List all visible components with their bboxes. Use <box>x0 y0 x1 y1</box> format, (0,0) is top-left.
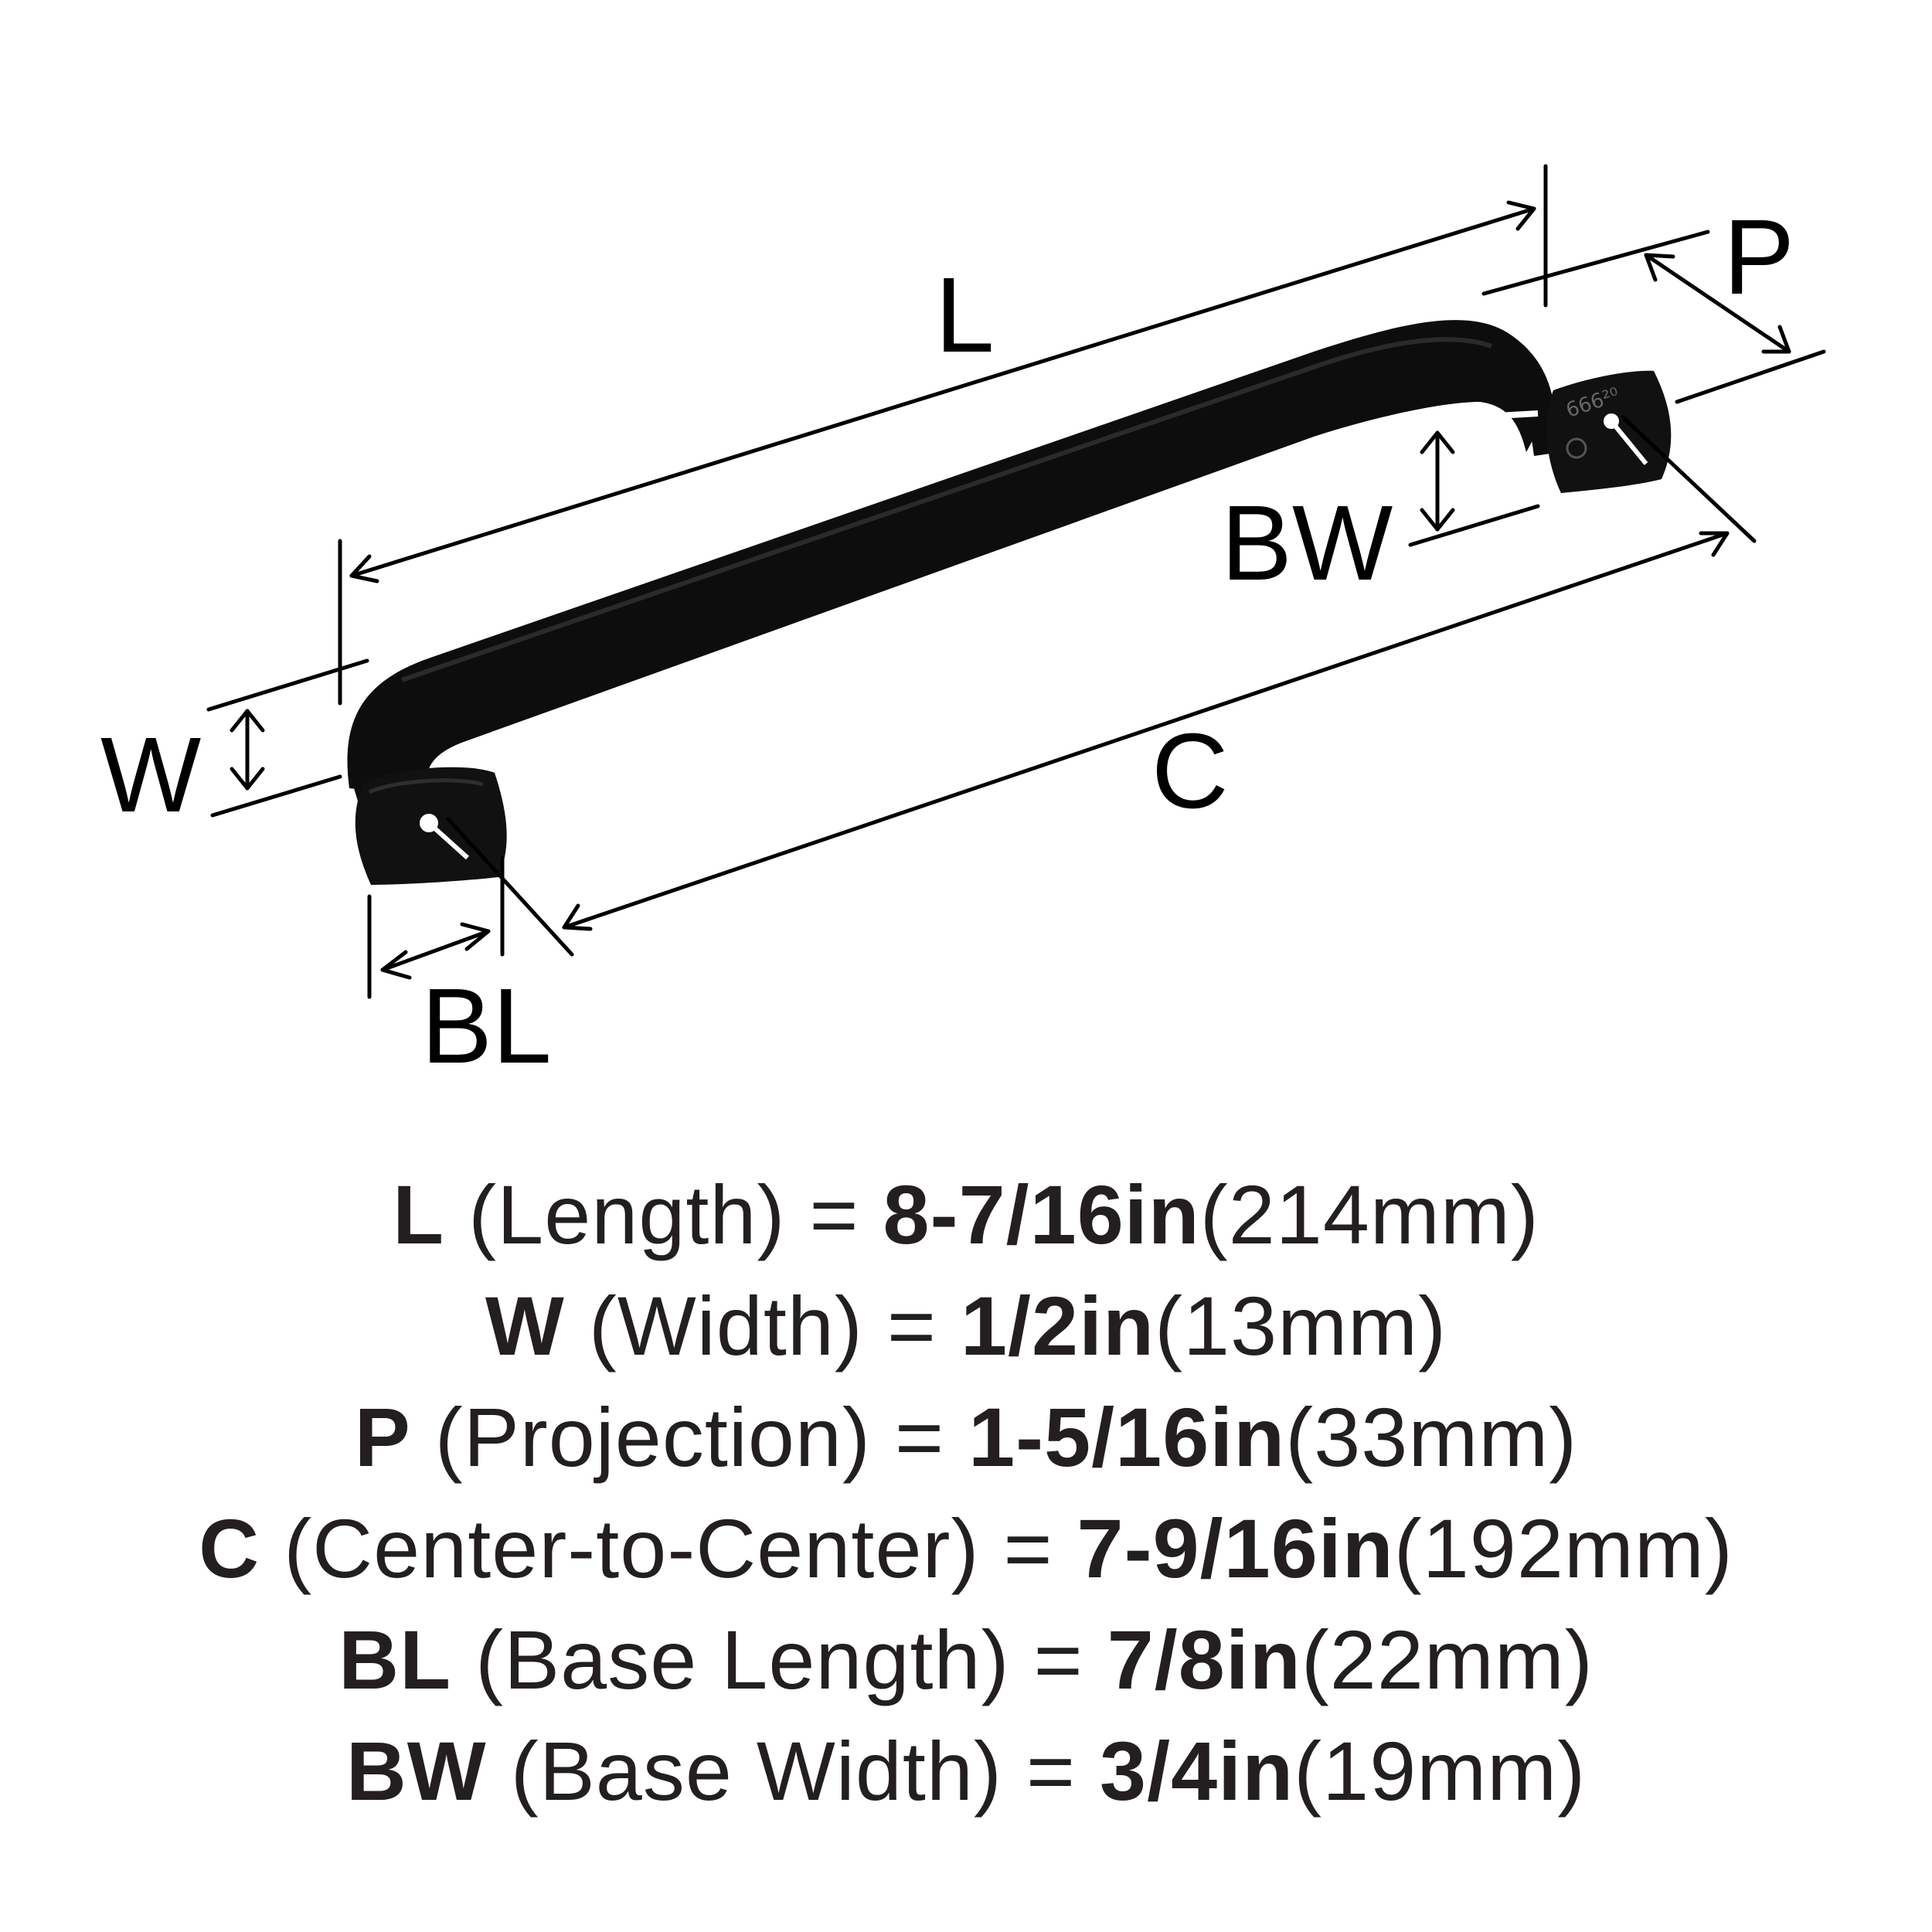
spec-equals: = <box>809 1168 859 1261</box>
left-center-line <box>427 821 470 860</box>
center-arrow-right <box>1699 531 1730 557</box>
dimension-diagram: 666²⁰ L W P BW <box>100 164 1826 1086</box>
spec-symbol: W <box>485 1279 565 1372</box>
right-center-line <box>1609 420 1648 465</box>
dimension-base-length: BL <box>367 855 552 1086</box>
spec-metric: (19mm) <box>1294 1724 1587 1818</box>
projection-arrow-bottom <box>1761 325 1791 354</box>
specifications-list: L (Length) = 8-7/16in(214mm) W (Width) =… <box>0 1159 1932 1827</box>
label-BW: BW <box>1221 484 1393 603</box>
spec-base-width: BW (Base Width) = 3/4in(19mm) <box>0 1716 1932 1827</box>
width-extension-top <box>206 658 369 712</box>
spec-imperial: 7/8in <box>1107 1613 1301 1706</box>
spec-description: (Base Length) <box>475 1613 1010 1706</box>
dimension-base-width: BW <box>1221 430 1540 603</box>
bw-highlight-line <box>1402 410 1539 424</box>
spec-equals: = <box>894 1390 945 1484</box>
dimension-width: W <box>100 658 369 835</box>
projection-extension-bottom <box>1675 349 1826 404</box>
label-W: W <box>100 716 201 835</box>
spec-metric: (214mm) <box>1199 1168 1539 1261</box>
spec-base-length: BL (Base Length) = 7/8in(22mm) <box>0 1604 1932 1716</box>
spec-center-to-center: C (Center-to-Center) = 7-9/16in(192mm) <box>0 1493 1932 1604</box>
right-base-logo-icon <box>1566 437 1587 459</box>
spec-equals: = <box>1003 1502 1053 1595</box>
label-BL: BL <box>421 967 552 1086</box>
spec-description: (Projection) <box>434 1390 871 1484</box>
dimension-length: L <box>338 164 1548 706</box>
projection-arrow-top <box>1644 253 1675 282</box>
base-width-arrow-top <box>1420 430 1455 454</box>
length-arrow-left <box>349 554 379 583</box>
spec-symbol: C <box>199 1502 260 1595</box>
spec-length: L (Length) = 8-7/16in(214mm) <box>0 1159 1932 1270</box>
spec-projection: P (Projection) = 1-5/16in(33mm) <box>0 1382 1932 1493</box>
spec-symbol: L <box>393 1168 445 1261</box>
left-base-face <box>368 778 484 794</box>
spec-width: W (Width) = 1/2in(13mm) <box>0 1270 1932 1382</box>
center-extension-left <box>446 817 574 957</box>
spec-imperial: 7-9/16in <box>1077 1502 1394 1595</box>
spec-imperial: 1/2in <box>960 1279 1155 1372</box>
spec-metric: (33mm) <box>1285 1390 1578 1484</box>
spec-symbol: BW <box>345 1724 487 1818</box>
center-dimension-line <box>562 531 1730 930</box>
label-C: C <box>1151 712 1229 831</box>
length-arrow-right <box>1506 200 1536 231</box>
spec-metric: (22mm) <box>1301 1613 1594 1706</box>
cabinet-pull-handle: 666²⁰ <box>347 320 1672 885</box>
spec-equals: = <box>1033 1613 1083 1706</box>
dimension-projection: P <box>1481 198 1826 404</box>
spec-equals: = <box>1026 1724 1077 1818</box>
spec-symbol: BL <box>338 1613 452 1706</box>
label-P: P <box>1723 198 1794 317</box>
spec-imperial: 3/4in <box>1100 1724 1294 1818</box>
right-base <box>1546 370 1672 493</box>
spec-symbol: P <box>354 1390 411 1484</box>
pull-bar-edge <box>401 337 1493 682</box>
center-arrow-left <box>562 903 593 931</box>
dimension-center-to-center: C <box>446 415 1757 957</box>
base-width-extension-bottom <box>1408 504 1540 547</box>
spec-description: (Width) <box>588 1279 863 1372</box>
base-length-dimension-line <box>380 929 491 972</box>
spec-imperial: 1-5/16in <box>968 1390 1286 1484</box>
spec-description: (Center-to-Center) <box>284 1502 980 1595</box>
width-arrow-bottom <box>230 767 265 791</box>
spec-description: (Length) <box>468 1168 786 1261</box>
center-extension-right <box>1621 415 1757 543</box>
base-width-arrow-bottom <box>1420 508 1455 532</box>
spec-metric: (13mm) <box>1155 1279 1447 1372</box>
width-extension-bottom <box>210 774 342 818</box>
spec-imperial: 8-7/16in <box>883 1168 1200 1261</box>
projection-extension-top <box>1481 230 1710 296</box>
spec-metric: (192mm) <box>1393 1502 1733 1595</box>
projection-dimension-line <box>1644 253 1791 354</box>
width-arrow-top <box>230 709 265 733</box>
pull-bar <box>347 320 1554 797</box>
length-dimension-line <box>349 206 1536 578</box>
base-length-arrow-right <box>460 922 491 951</box>
spec-description: (Base Width) <box>510 1724 1002 1818</box>
label-L: L <box>935 256 995 375</box>
spec-equals: = <box>886 1279 937 1372</box>
base-length-arrow-left <box>380 950 412 980</box>
